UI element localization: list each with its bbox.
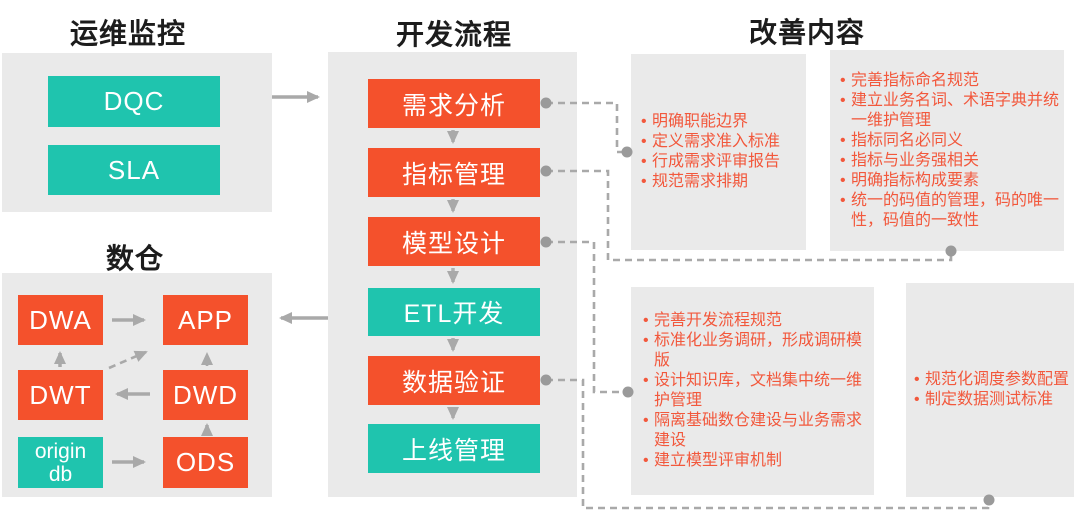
improvement-item: 行成需求评审报告: [639, 152, 802, 172]
step-model-design: 模型设计: [368, 217, 540, 266]
improve-box-dev-process: 完善开发流程规范 标准化业务调研，形成调研模版 设计知识库，文档集中统一维护管理…: [631, 287, 874, 495]
improvement-item: 明确职能边界: [639, 112, 802, 132]
improvement-item: 设计知识库，文档集中统一维护管理: [641, 371, 869, 411]
node-dwa: DWA: [18, 295, 103, 345]
improvement-item: 指标同名必同义: [838, 131, 1061, 151]
step-launch-management: 上线管理: [368, 424, 540, 473]
node-origin-db: origin db: [18, 437, 103, 488]
improve-box-requirements: 明确职能边界 定义需求准入标准 行成需求评审报告 规范需求排期: [631, 54, 806, 250]
warehouse-title: 数仓: [105, 243, 164, 274]
improvement-item: 隔离基础数仓建设与业务需求建设: [641, 411, 869, 451]
ops-monitor-title: 运维监控: [69, 18, 186, 49]
improvement-item: 定义需求准入标准: [639, 132, 802, 152]
step-requirement-analysis: 需求分析: [368, 79, 540, 128]
node-dwt: DWT: [18, 370, 103, 420]
improvement-item: 指标与业务强相关: [838, 151, 1061, 171]
improvement-item: 明确指标构成要素: [838, 171, 1061, 191]
improvement-item: 规范需求排期: [639, 172, 802, 192]
improvement-item: 建立业务名词、术语字典并统一维护管理: [838, 91, 1061, 131]
step-metric-management: 指标管理: [368, 148, 540, 197]
improvement-item: 统一的码值的管理，码的唯一性，码值的一致性: [838, 191, 1061, 231]
process-title: 开发流程: [395, 19, 512, 50]
node-dqc: DQC: [48, 76, 220, 127]
node-app: APP: [163, 295, 248, 345]
improve-box-testing: 规范化调度参数配置 制定数据测试标准: [906, 283, 1074, 497]
improvement-item: 完善开发流程规范: [641, 311, 869, 331]
node-ods: ODS: [163, 437, 248, 488]
improvement-item: 制定数据测试标准: [912, 390, 1071, 410]
improvement-item: 建立模型评审机制: [641, 451, 869, 471]
node-dwd: DWD: [163, 370, 248, 420]
improve-box-metrics: 完善指标命名规范 建立业务名词、术语字典并统一维护管理 指标同名必同义 指标与业…: [830, 50, 1064, 251]
improvement-item: 标准化业务调研，形成调研模版: [641, 331, 869, 371]
improvement-item: 完善指标命名规范: [838, 71, 1061, 91]
improvement-item: 规范化调度参数配置: [912, 370, 1071, 390]
improve-title: 改善内容: [748, 17, 865, 48]
node-sla: SLA: [48, 145, 220, 195]
step-data-validation: 数据验证: [368, 356, 540, 405]
step-etl-development: ETL开发: [368, 288, 540, 336]
